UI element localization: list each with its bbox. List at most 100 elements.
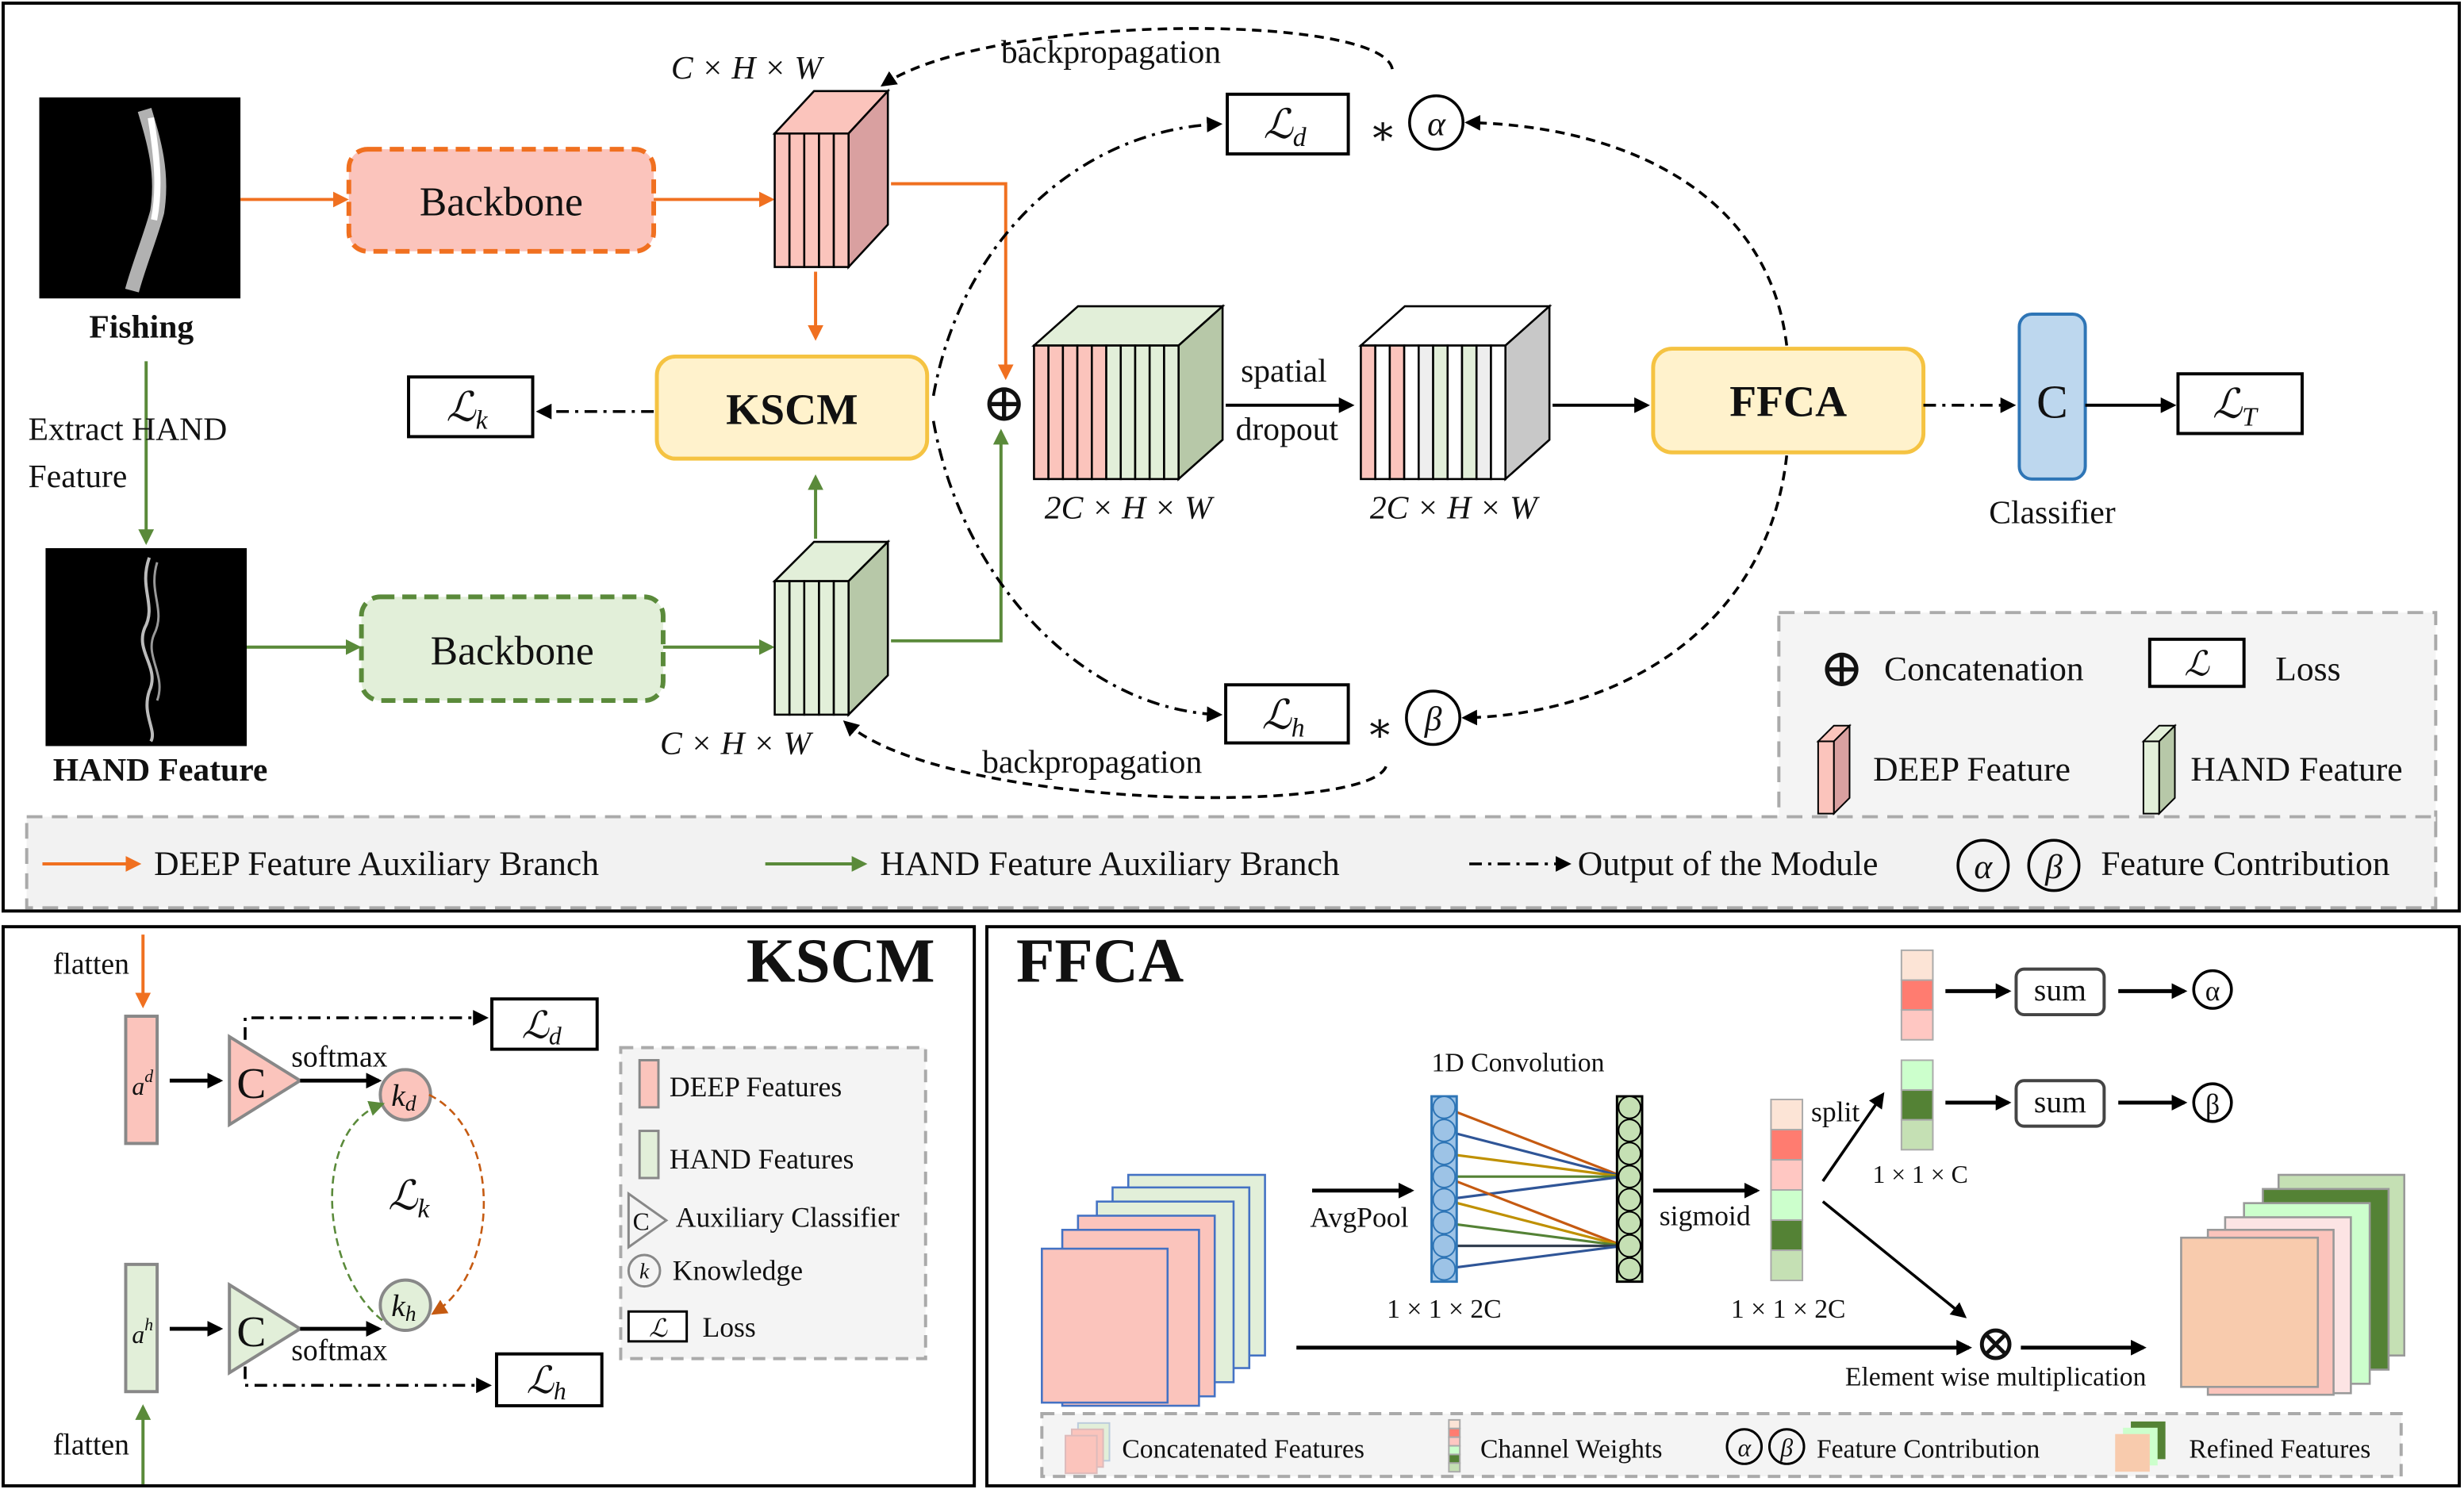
weight-segment bbox=[1770, 1159, 1804, 1192]
weight-segment bbox=[1448, 1453, 1461, 1464]
feature-sheet bbox=[2180, 1236, 2320, 1388]
kd-kh-green-arc bbox=[331, 1100, 393, 1329]
feature-slab bbox=[773, 132, 791, 268]
feature-slab bbox=[1475, 344, 1492, 481]
arrow-hand-to-concat bbox=[891, 428, 1009, 643]
legend-ffca-beta-circle bbox=[1767, 1428, 1806, 1465]
legend-loss: Loss bbox=[2275, 650, 2340, 688]
conv-node bbox=[1618, 1165, 1642, 1189]
feature-slab bbox=[1360, 344, 1376, 481]
feature-slab bbox=[788, 132, 806, 268]
dim-concat: 2C × H × W bbox=[1045, 489, 1215, 525]
feature-slab bbox=[1446, 344, 1464, 481]
c-hand: C bbox=[236, 1307, 266, 1356]
feature-slab bbox=[1119, 344, 1137, 481]
hand-feature-stack bbox=[772, 539, 891, 717]
feature-slab bbox=[1091, 344, 1107, 481]
pooled-node bbox=[1432, 1234, 1457, 1258]
legend-hand: HAND Feature bbox=[2190, 750, 2402, 789]
weight-segment bbox=[1770, 1219, 1804, 1252]
ffca-beta-circle bbox=[2192, 1082, 2233, 1123]
legend-concat-icon: ⊕ bbox=[1819, 639, 1863, 698]
legend-ffca-beta: β bbox=[1779, 1433, 1793, 1461]
softmax-deep: softmax bbox=[291, 1040, 387, 1073]
ffca-panel-title: FFCA bbox=[1016, 926, 1184, 996]
pooled-node bbox=[1432, 1211, 1457, 1235]
weight-segment bbox=[1900, 1009, 1934, 1041]
dim-hand: C × H × W bbox=[660, 724, 813, 761]
k-h: kh bbox=[391, 1288, 416, 1326]
dim-pooled: 1 × 1 × 2C bbox=[1387, 1295, 1502, 1324]
backbone-hand bbox=[359, 594, 666, 704]
feature-slab bbox=[1418, 344, 1434, 481]
legend-loss-symbol: ℒ bbox=[2184, 645, 2210, 683]
flatten-bottom: flatten bbox=[53, 1428, 129, 1461]
backbone-hand-label: Backbone bbox=[431, 629, 594, 674]
kscm-lh-box bbox=[494, 1352, 604, 1408]
kscm-legend-loss-symbol: ℒ bbox=[649, 1314, 668, 1342]
legend-beta-circle bbox=[2027, 839, 2081, 892]
legend-output: Output of the Module bbox=[1578, 845, 1879, 883]
kscm-label: KSCM bbox=[726, 386, 858, 434]
arrow-kscm-to-lh bbox=[931, 420, 1223, 723]
legend-deep-slab-icon bbox=[1816, 723, 1852, 816]
kscm-lk: ℒk bbox=[388, 1174, 430, 1224]
kscm-legend bbox=[619, 1046, 927, 1360]
kscm-legend-aux-c: C bbox=[633, 1207, 650, 1235]
legend-loss-box bbox=[2147, 637, 2246, 689]
kscm-legend-loss: Loss bbox=[702, 1311, 755, 1343]
conv-node bbox=[1618, 1234, 1642, 1258]
sum-alpha-box bbox=[2014, 967, 2106, 1017]
avgpool-label: AvgPool bbox=[1310, 1201, 1408, 1233]
alpha-circle bbox=[1408, 94, 1464, 151]
softmax-hand: softmax bbox=[291, 1334, 387, 1368]
arrow-kscm-to-ld bbox=[931, 117, 1223, 397]
feature-slab bbox=[832, 132, 850, 268]
sum-beta: sum bbox=[2034, 1084, 2086, 1119]
conv-connections bbox=[1443, 1106, 1624, 1271]
c-deep: C bbox=[236, 1059, 266, 1107]
sigmoid-label: sigmoid bbox=[1660, 1199, 1751, 1231]
feature-slab bbox=[803, 580, 820, 716]
legend-deep-branch: DEEP Feature Auxiliary Branch bbox=[154, 845, 599, 883]
fishing-label: Fishing bbox=[89, 309, 194, 345]
kd-kh-orange-arc bbox=[428, 1093, 486, 1315]
legend-beta: β bbox=[2044, 848, 2063, 886]
weight-segment bbox=[1770, 1249, 1804, 1282]
legend-contribution: Feature Contribution bbox=[2101, 845, 2389, 883]
conv-connection bbox=[1444, 1129, 1624, 1178]
legend-alpha: α bbox=[1974, 848, 1993, 886]
fishing-image bbox=[39, 97, 241, 299]
legend-ffca-alpha-circle bbox=[1725, 1428, 1764, 1465]
feature-sheet bbox=[1041, 1247, 1169, 1404]
weight-segment bbox=[1900, 1119, 1934, 1151]
feature-slab bbox=[1105, 344, 1123, 481]
feature-slab bbox=[1134, 344, 1151, 481]
legend-feature-contribution: Feature Contribution bbox=[1817, 1434, 2040, 1464]
conv-node bbox=[1618, 1188, 1642, 1212]
conv-connection bbox=[1444, 1198, 1624, 1248]
kscm-legend-aux-icon bbox=[627, 1191, 669, 1249]
kscm-legend-aux: Auxiliary Classifier bbox=[676, 1201, 900, 1233]
conv-node bbox=[1618, 1119, 1642, 1142]
legend-refined-icon bbox=[2115, 1421, 2166, 1472]
ffca-module bbox=[1651, 347, 1926, 455]
classifier-label: Classifier bbox=[1989, 493, 2116, 530]
pooled-node bbox=[1432, 1257, 1457, 1281]
classifier-letter: C bbox=[2036, 376, 2068, 428]
legend-hand-slab-icon bbox=[2141, 723, 2177, 816]
concat-feature-stack bbox=[1031, 304, 1226, 482]
legend-strip bbox=[25, 815, 2438, 910]
dropout-feature-stack bbox=[1358, 304, 1552, 482]
pooled-node bbox=[1432, 1142, 1457, 1165]
arrow-deep-to-concat bbox=[891, 182, 1014, 381]
feature-slab bbox=[1460, 344, 1478, 481]
conv-node bbox=[1618, 1211, 1642, 1235]
ffca-alpha: α bbox=[2205, 975, 2220, 1007]
legend-box bbox=[1777, 611, 2438, 822]
feature-slab bbox=[1403, 344, 1420, 481]
deep-vector bbox=[124, 1015, 159, 1146]
conv-connection bbox=[1443, 1106, 1624, 1178]
legend-concat: Concatenation bbox=[1884, 650, 2084, 688]
conv-node bbox=[1618, 1257, 1642, 1281]
